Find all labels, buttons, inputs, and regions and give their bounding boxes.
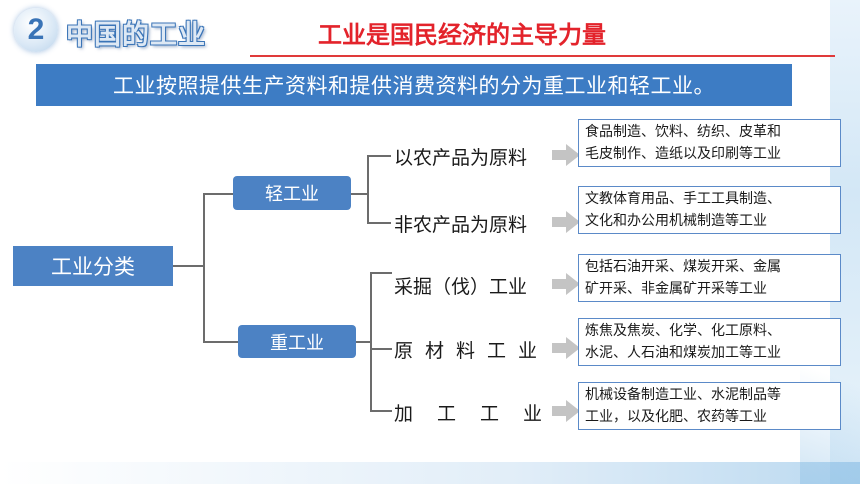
section-number-badge: 2 xyxy=(14,8,58,52)
heavy-industry-node: 重工业 xyxy=(238,325,356,358)
branch-label: 加工工业 xyxy=(394,403,567,425)
connector xyxy=(367,155,391,157)
root-node: 工业分类 xyxy=(13,246,173,286)
description-line: 毛皮制作、造纸以及印刷等工业 xyxy=(585,146,781,162)
bottom-decoration xyxy=(0,462,860,484)
connector xyxy=(367,222,391,224)
connector xyxy=(370,348,392,350)
description-line: 机械设备制造工业、水泥制品等 xyxy=(585,387,781,403)
arrow-icon xyxy=(552,211,580,233)
description-line: 包括石油开采、煤炭开采、金属 xyxy=(585,259,781,275)
description-line: 文化和办公用机械制造等工业 xyxy=(585,213,767,229)
branch-description: 文教体育用品、手工工具制造、 文化和办公用机械制造等工业 xyxy=(578,186,841,234)
branch-description: 包括石油开采、煤炭开采、金属 矿开采、非金属矿开采等工业 xyxy=(578,254,841,302)
description-line: 工业，以及化肥、农药等工业 xyxy=(585,409,767,425)
branch-label: 采掘（伐）工业 xyxy=(394,276,528,298)
description-line: 水泥、人石油和煤炭加工等工业 xyxy=(585,345,781,361)
connector xyxy=(203,193,205,343)
connector xyxy=(370,272,372,411)
description-line: 矿开采、非金属矿开采等工业 xyxy=(585,281,767,297)
light-industry-node: 轻工业 xyxy=(233,176,351,210)
arrow-icon xyxy=(552,337,580,359)
connector xyxy=(203,341,238,343)
connector xyxy=(173,265,203,267)
connector xyxy=(370,410,392,412)
branch-label: 非农产品为原料 xyxy=(394,214,528,236)
title-underline xyxy=(250,55,835,57)
description-line: 食品制造、饮料、纺织、皮革和 xyxy=(585,124,781,140)
branch-description: 食品制造、饮料、纺织、皮革和 毛皮制作、造纸以及印刷等工业 xyxy=(578,119,841,167)
connector xyxy=(203,193,233,195)
arrow-icon xyxy=(552,400,580,422)
arrow-icon xyxy=(552,144,580,166)
section-title: 中国的工业 xyxy=(66,20,206,51)
connector xyxy=(370,272,392,274)
branch-description: 机械设备制造工业、水泥制品等 工业，以及化肥、农药等工业 xyxy=(578,382,841,430)
branch-label: 以农产品为原料 xyxy=(394,147,528,169)
connector xyxy=(367,155,369,223)
subtitle-banner: 工业按照提供生产资料和提供消费资料的分为重工业和轻工业。 xyxy=(36,64,792,106)
section-number: 2 xyxy=(27,13,45,46)
arrow-icon xyxy=(552,273,580,295)
description-line: 文教体育用品、手工工具制造、 xyxy=(585,191,781,207)
branch-description: 炼焦及焦炭、化学、化工原料、 水泥、人石油和煤炭加工等工业 xyxy=(578,318,841,366)
subtitle-text: 工业按照提供生产资料和提供消费资料的分为重工业和轻工业。 xyxy=(113,74,715,98)
branch-label: 原材料工业 xyxy=(394,340,550,362)
page-title: 工业是国民经济的主导力量 xyxy=(318,21,606,49)
description-line: 炼焦及焦炭、化学、化工原料、 xyxy=(585,323,781,339)
connector xyxy=(351,193,367,195)
connector xyxy=(356,341,370,343)
